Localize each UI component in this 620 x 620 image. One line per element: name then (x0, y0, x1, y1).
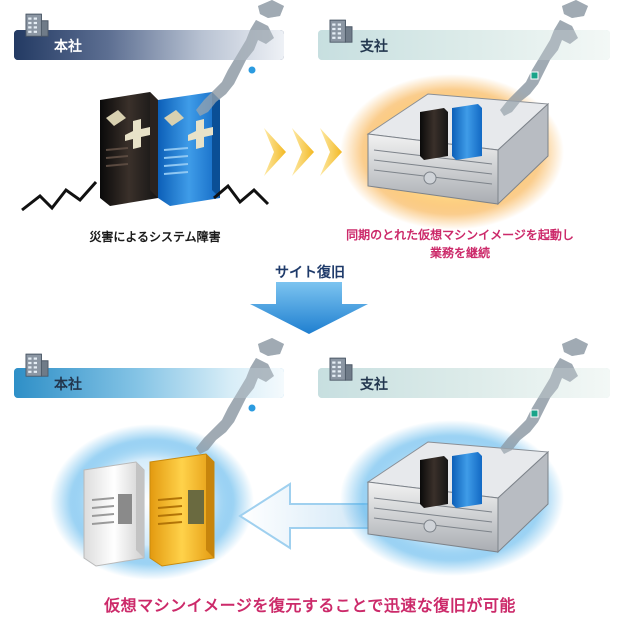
map-location-dot (247, 403, 257, 413)
failed-server-blue (158, 92, 220, 206)
bottom-branch-label: 支社 (360, 377, 388, 393)
bottom-hq-label: 本社 (54, 377, 82, 393)
arrow-down-icon (250, 282, 368, 334)
top-branch-label: 支社 (360, 39, 388, 55)
crack-right (213, 183, 270, 206)
restored-server-yellow (149, 453, 215, 567)
top-hq-caption: 災害によるシステム障害 (89, 230, 221, 244)
map-location-dot (247, 65, 257, 75)
top-branch-caption-line1: 同期のとれた仮想マシンイメージを起動し (346, 228, 574, 242)
restored-server-white (83, 461, 145, 567)
chevron-right-icon (264, 128, 342, 176)
branch-rack-server (367, 93, 549, 205)
bottom-caption: 仮想マシンイメージを復元することで迅速な復旧が可能 (104, 596, 516, 615)
top-branch-caption: 同期のとれた仮想マシンイメージを起動し 業務を継続 (310, 226, 610, 262)
map-location-marker (530, 71, 539, 80)
map-location-marker (530, 409, 539, 418)
top-hq-label: 本社 (54, 39, 82, 55)
branch-rack-server (367, 441, 549, 553)
crack-left (21, 181, 98, 212)
site-recovery-label: サイト復旧 (275, 265, 345, 281)
top-branch-caption-line2: 業務を継続 (429, 246, 490, 260)
failed-server-black (100, 92, 158, 206)
